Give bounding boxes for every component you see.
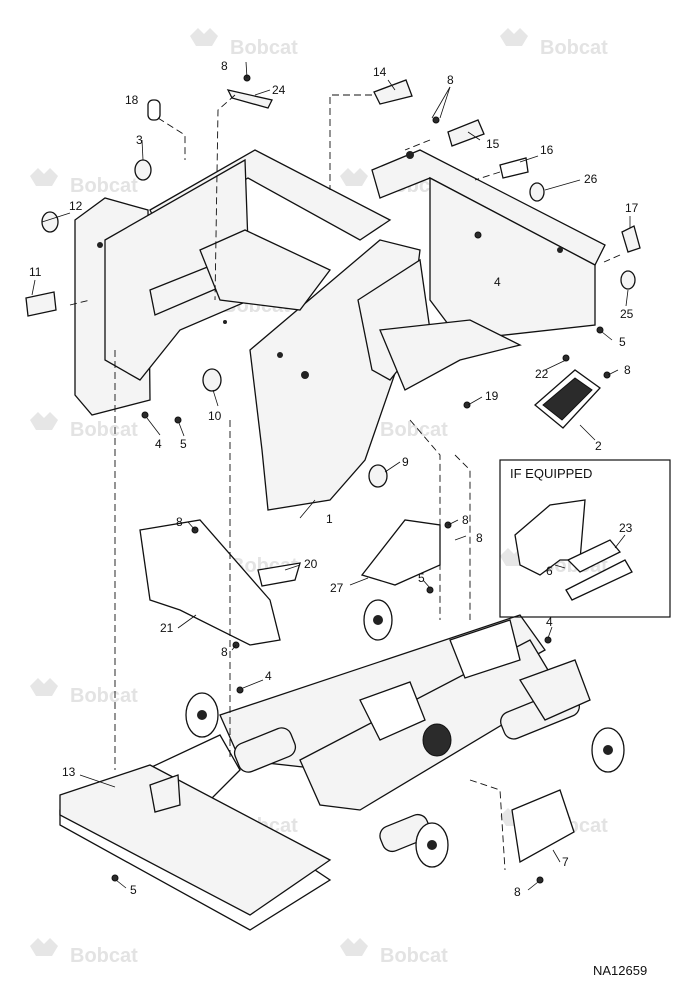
callout-5: 5	[619, 335, 626, 349]
callout-20: 20	[304, 557, 318, 571]
callout-2: 2	[595, 439, 602, 453]
plate-part-18	[147, 99, 161, 121]
callout-8: 8	[176, 515, 183, 529]
callout-5: 5	[130, 883, 137, 897]
callout-3: 3	[136, 133, 143, 147]
drawing-number: NA12659	[593, 963, 647, 978]
watermark-text: Bobcat	[70, 419, 138, 441]
bracket-part-21	[139, 519, 281, 646]
callout-14: 14	[373, 65, 387, 79]
fastener-8	[603, 371, 611, 379]
watermark-logo: Bobcat	[340, 938, 448, 967]
callout-8: 8	[624, 363, 631, 377]
callout-9: 9	[402, 455, 409, 469]
watermark-logo: Bobcat	[30, 168, 138, 197]
shield-part-16	[499, 157, 529, 179]
callout-23: 23	[619, 521, 633, 535]
plate-part-27	[360, 519, 441, 586]
fastener-5	[426, 586, 434, 594]
callout-7: 7	[562, 855, 569, 869]
bushing-part-26	[529, 182, 545, 202]
watermark-logo: Bobcat	[30, 412, 138, 441]
callout-5: 5	[418, 571, 425, 585]
lower-frame-part-13	[59, 599, 625, 931]
callout-4: 4	[546, 615, 553, 629]
callout-8: 8	[447, 73, 454, 87]
if-equipped-inset: IF EQUIPPED	[499, 459, 671, 618]
watermark-text: Bobcat	[70, 945, 138, 967]
callout-25: 25	[620, 307, 634, 321]
fastener-22	[562, 354, 570, 362]
callout-13: 13	[62, 765, 76, 779]
callout-11: 11	[29, 265, 42, 279]
callout-26: 26	[584, 172, 598, 186]
fastener-8	[432, 116, 440, 124]
callout-8: 8	[221, 645, 228, 659]
callout-17: 17	[625, 201, 639, 215]
bracket-part-14	[373, 79, 413, 105]
bracket-part-11	[25, 291, 57, 317]
watermark-logo: Bobcat	[30, 938, 138, 967]
bushing-part-3	[134, 159, 152, 181]
bushing-part-12	[41, 211, 59, 233]
fastener-5	[111, 874, 119, 882]
shield-part-7	[511, 789, 575, 864]
small-parts	[25, 74, 641, 884]
watermark-text: Bobcat	[70, 685, 138, 707]
callout-19: 19	[485, 389, 499, 403]
callout-21: 21	[160, 621, 174, 635]
callout-22: 22	[535, 367, 549, 381]
callout-8: 8	[221, 59, 228, 73]
callout-8: 8	[462, 513, 469, 527]
callout-5: 5	[180, 437, 187, 451]
callout-8: 8	[476, 531, 483, 545]
callout-4: 4	[155, 437, 162, 451]
callout-8: 8	[514, 885, 521, 899]
bracket-part-15	[447, 119, 485, 147]
callout-4: 4	[494, 275, 501, 289]
watermark-logo: Bobcat	[500, 28, 608, 59]
callout-15: 15	[486, 137, 500, 151]
watermark-text: Bobcat	[540, 37, 608, 59]
watermark-text: Bobcat	[230, 37, 298, 59]
callout-24: 24	[272, 83, 286, 97]
main-frame-part-1	[74, 149, 606, 511]
callout-16: 16	[540, 143, 554, 157]
fastener-4	[236, 686, 244, 694]
watermark-text: Bobcat	[380, 419, 448, 441]
bracket-part-24	[226, 89, 273, 109]
callout-18: 18	[125, 93, 139, 107]
callout-labels: 8 24 18 3 12 11 14 8 15 16 26 17 4 25 5 …	[29, 59, 639, 899]
leader-lines	[31, 61, 631, 891]
fastener-5	[174, 416, 182, 424]
watermark-text: Bobcat	[380, 945, 448, 967]
callout-27: 27	[330, 581, 344, 595]
fastener-4	[141, 411, 149, 419]
inset-plate-part-23b	[565, 559, 633, 601]
bracket-part-17	[621, 225, 641, 253]
fastener-19	[463, 401, 471, 409]
if-equipped-box	[499, 459, 671, 618]
fastener-8	[536, 876, 544, 884]
callout-10: 10	[208, 409, 222, 423]
callout-6: 6	[546, 564, 553, 578]
watermark-logo: Bobcat	[30, 678, 138, 707]
watermark-logo: Bobcat	[190, 28, 298, 59]
fastener-5	[596, 326, 604, 334]
callout-12: 12	[69, 199, 83, 213]
bushing-part-10	[202, 368, 222, 392]
callout-4: 4	[265, 669, 272, 683]
assembly-lines	[69, 94, 621, 871]
inset-plate-part-23a	[566, 539, 622, 573]
if-equipped-label: IF EQUIPPED	[510, 466, 592, 481]
watermark-text: Bobcat	[70, 175, 138, 197]
callout-1: 1	[326, 512, 333, 526]
grille-part-2	[533, 369, 601, 429]
fastener-4	[474, 231, 482, 239]
bushing-part-9	[368, 464, 388, 488]
bushing-part-25	[620, 270, 636, 290]
